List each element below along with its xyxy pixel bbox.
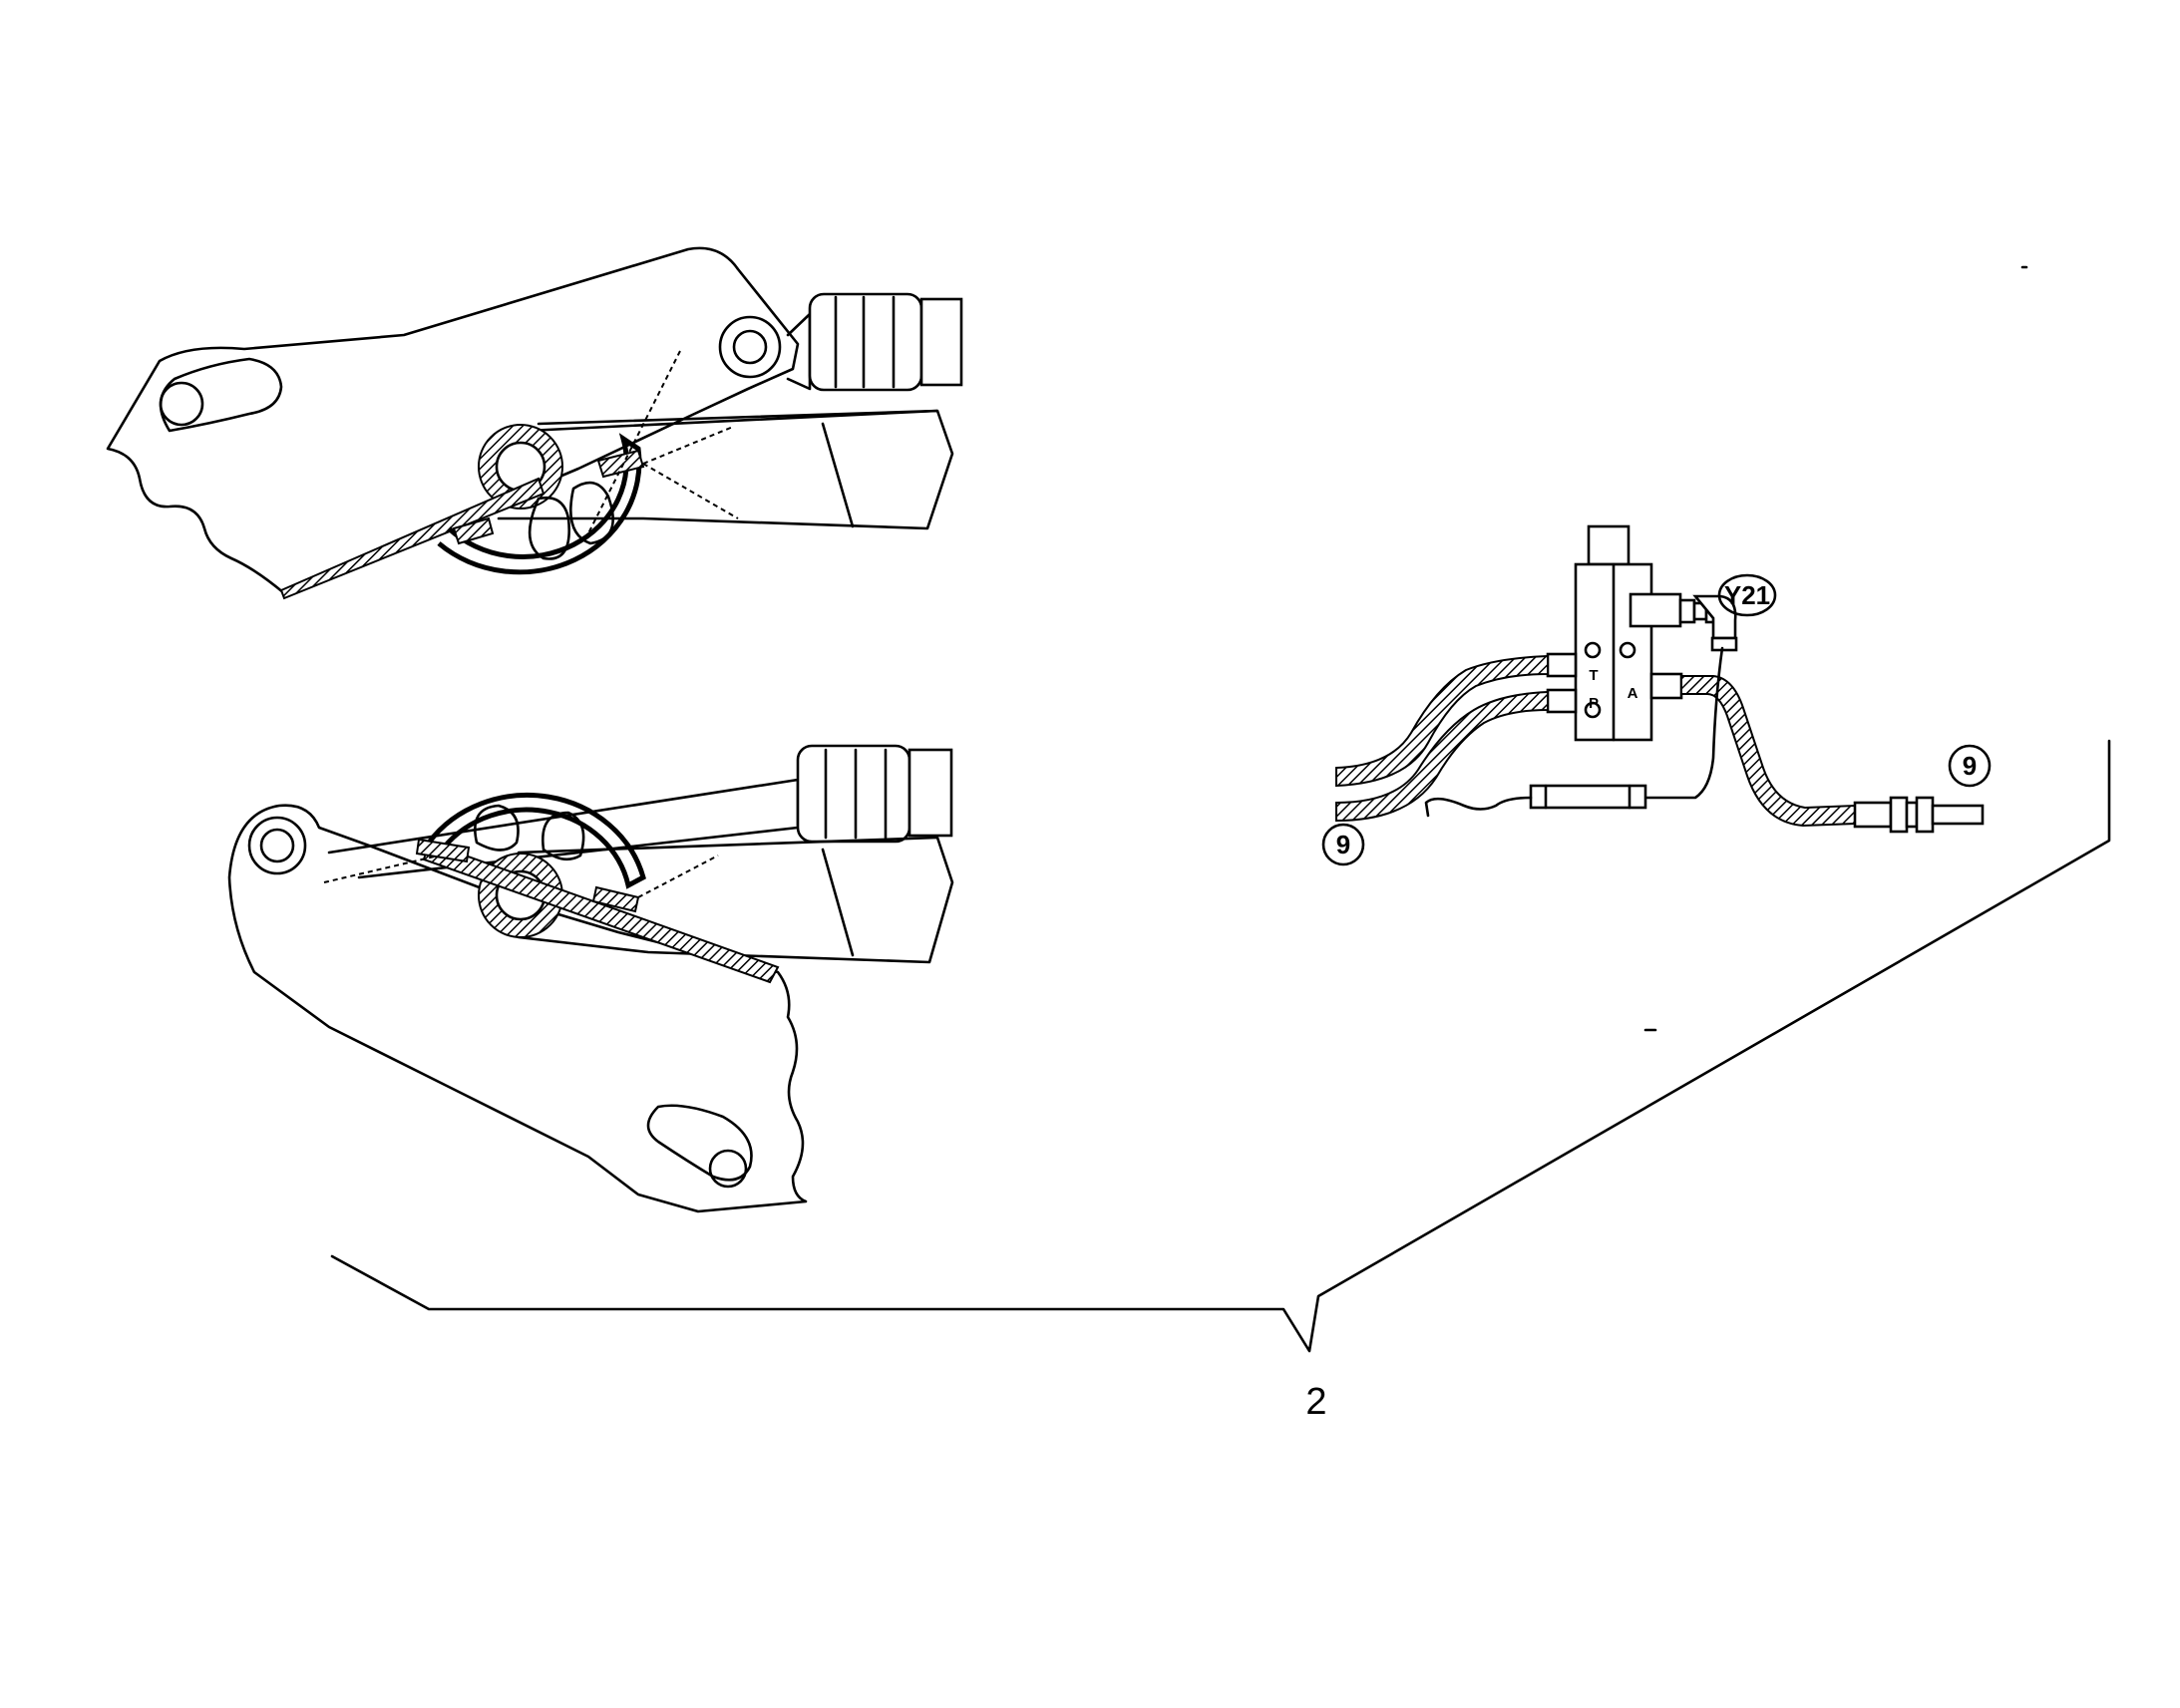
nine-right-callout-label: 9: [1963, 751, 1977, 781]
hose-t: [1335, 654, 1549, 788]
pilot-line: [1643, 646, 1724, 800]
lower-cylinder-body: [796, 744, 911, 844]
valve-hose-assembly: T P A Y21 9 9: [1321, 265, 2028, 1032]
upper-hatched-strap: [279, 477, 545, 600]
lower-dashed-line-a: [323, 854, 440, 883]
assembly-bracket: [330, 739, 2111, 1353]
end-tube: [1931, 804, 1985, 826]
upper-lever-plate: [106, 246, 800, 595]
upper-dashed-line-c: [642, 426, 734, 465]
upper-dashed-line-a: [587, 350, 681, 534]
upper-cylinder-rod: [919, 297, 963, 387]
hose-p: [1335, 690, 1549, 823]
upper-top-pivot: [718, 315, 782, 379]
y21-callout-label: Y21: [1724, 580, 1770, 610]
upper-slot-pin: [159, 381, 204, 427]
assembly-number-label: 2: [1305, 1381, 1326, 1423]
upper-semicircle-guard: [437, 433, 642, 575]
lower-lever-slot: [646, 1104, 753, 1182]
valve-solenoid: [1629, 592, 1682, 628]
lower-dashed-line-b: [637, 854, 719, 898]
lower-arm-assembly: [227, 744, 954, 1213]
port-a-label: A: [1628, 685, 1638, 702]
upper-lever-slot: [159, 357, 283, 433]
port-t-label: T: [1589, 667, 1598, 684]
upper-dashed-line-b: [642, 463, 739, 519]
upper-arm-assembly: [106, 246, 963, 600]
upper-cylinder-body: [808, 292, 923, 392]
nine-left-callout-label: 9: [1336, 830, 1350, 859]
lower-lever-plate: [227, 804, 808, 1213]
nine-right-callout-circle: [1948, 744, 1992, 788]
port-p-label: P: [1589, 695, 1599, 712]
lower-top-pivot: [247, 816, 307, 875]
end-fitting: [1853, 801, 1893, 829]
valve-stem: [1587, 524, 1631, 566]
fitting-p: [1546, 688, 1578, 714]
pilot-line-tail: [1424, 796, 1533, 818]
lower-cylinder-rod: [908, 748, 953, 838]
upper-top-pivot-inner: [732, 329, 768, 365]
y21-callout-circle: [1717, 573, 1777, 617]
lower-cylinder-rod-line: [327, 778, 800, 879]
hose-a: [1680, 675, 1856, 828]
lower-boom-arm: [517, 836, 954, 964]
fitting-t: [1546, 652, 1578, 678]
nine-left-callout-circle: [1321, 823, 1365, 866]
upper-cylinder-eye: [786, 312, 812, 391]
fitting-a: [1649, 672, 1683, 700]
lower-hatched-strap: [422, 841, 780, 984]
lower-slot-pin: [708, 1149, 748, 1189]
